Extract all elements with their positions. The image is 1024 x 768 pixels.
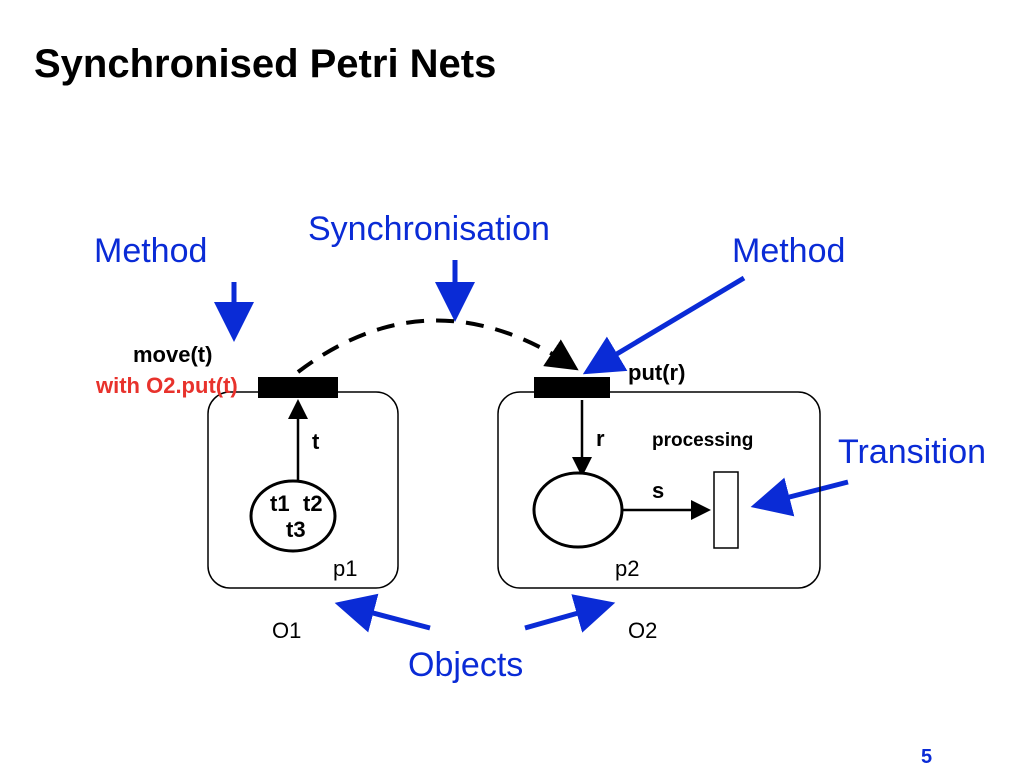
callout-method-right: Method — [732, 232, 845, 270]
arc-label-r: r — [596, 426, 605, 451]
slide-title: Synchronised Petri Nets — [34, 42, 496, 86]
callout-objects: Objects — [408, 646, 523, 684]
objects-arrow-left — [334, 593, 431, 633]
object-label-o2: O2 — [628, 618, 657, 643]
object-o1: t t1 t2 t3 p1 O1 — [207, 377, 399, 643]
place-label-p1: p1 — [333, 556, 357, 581]
page-number: 5 — [921, 746, 932, 768]
object-o2-box — [497, 391, 821, 589]
transition-put — [534, 377, 610, 398]
place-p2 — [532, 471, 624, 549]
place-label-p2: p2 — [615, 556, 639, 581]
method-label-put: put(r) — [628, 360, 685, 385]
callout-method-left: Method — [94, 232, 207, 270]
object-o2: r processing s p2 O2 — [497, 377, 821, 643]
object-label-o1: O1 — [272, 618, 301, 643]
token-t3: t3 — [286, 517, 306, 542]
method-label-move: move(t) — [133, 342, 212, 367]
arc-label-s: s — [652, 478, 664, 503]
method-right-arrow — [582, 275, 746, 375]
transition-move — [258, 377, 338, 398]
transition-arrow — [750, 477, 849, 517]
transition-processing — [713, 471, 739, 549]
synchronisation-arc — [296, 318, 579, 374]
sync-label-with-o2: with O2.put(t) — [95, 373, 238, 398]
token-t2: t2 — [303, 491, 323, 516]
objects-arrow-right — [524, 594, 616, 633]
processing-label: processing — [652, 430, 753, 451]
token-t1: t1 — [270, 491, 290, 516]
callout-transition: Transition — [838, 433, 986, 471]
arc-label-t: t — [312, 429, 320, 454]
callout-synchronisation: Synchronisation — [308, 210, 550, 248]
place-p1 — [249, 479, 337, 553]
